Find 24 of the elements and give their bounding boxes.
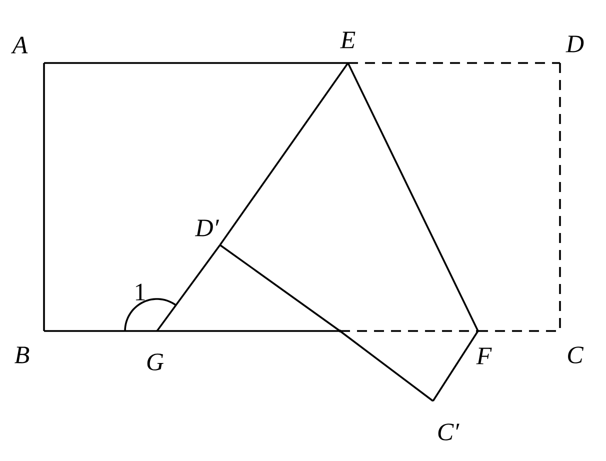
line-segment [340, 330, 478, 332]
line-segment [559, 63, 561, 331]
line-segment [157, 330, 340, 332]
vertex-label: D′ [194, 220, 220, 236]
vertex-label: E [340, 32, 356, 48]
line-segment [44, 330, 157, 332]
vertex-label: C [568, 346, 584, 364]
vertex-label: B [14, 346, 30, 364]
angle-label: 1 [136, 284, 145, 300]
vertex-label: F [476, 348, 492, 364]
vertex-label: C′ [438, 424, 460, 440]
line-segment [43, 63, 45, 331]
line-segment [156, 244, 221, 332]
vertex-label: A [11, 36, 28, 54]
line-segment [44, 62, 348, 64]
line-segment [219, 62, 349, 246]
line-segment [219, 244, 341, 332]
line-segment [347, 62, 479, 332]
line-segment [348, 62, 560, 64]
vertex-label: G [147, 354, 164, 370]
line-segment [432, 330, 479, 402]
vertex-label: D [566, 36, 584, 52]
intersection-point [338, 330, 342, 332]
line-segment [339, 330, 434, 402]
